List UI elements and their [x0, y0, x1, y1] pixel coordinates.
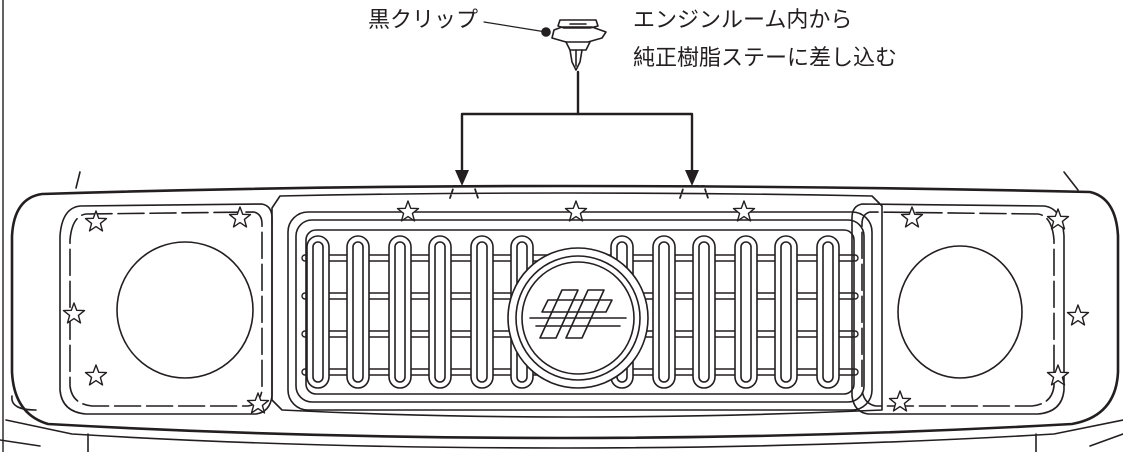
- star-marker-icon: [900, 206, 924, 228]
- star-markers: [62, 200, 1090, 414]
- star-marker-icon: [84, 210, 108, 232]
- front-panel-outline: [10, 184, 1120, 440]
- grille-slat: [816, 235, 840, 389]
- grille-slat: [346, 235, 370, 389]
- star-marker-icon: [246, 392, 270, 414]
- grille-slat: [388, 235, 412, 389]
- right-headlight-bezel: [851, 203, 1065, 415]
- emblem-icon: [507, 247, 649, 389]
- star-marker-icon: [1046, 208, 1070, 230]
- arrow-head-right: [685, 170, 699, 186]
- star-marker-icon: [62, 302, 86, 324]
- black-clip-icon: [483, 19, 607, 71]
- star-marker-icon: [84, 364, 108, 386]
- grille-slat: [652, 235, 676, 389]
- grille-frame: [271, 192, 883, 418]
- grille-slat: [306, 235, 330, 389]
- grille-slat: [428, 235, 452, 389]
- grille-slat: [470, 235, 494, 389]
- star-marker-icon: [564, 200, 588, 222]
- lower-bumper: [0, 395, 1123, 452]
- star-marker-icon: [228, 206, 252, 228]
- left-headlight-bezel: [59, 203, 273, 415]
- instruction-line-2: 純正樹脂ステーに差し込む: [633, 46, 898, 71]
- star-marker-icon: [1046, 364, 1070, 386]
- grille-slat: [734, 235, 758, 389]
- right-headlight-lens: [897, 245, 1023, 379]
- star-marker-icon: [888, 390, 912, 412]
- grille-slat: [774, 235, 798, 389]
- star-marker-icon: [1066, 304, 1090, 326]
- instruction-line-1: エンジンルーム内から: [633, 8, 853, 33]
- clip-label: 黒クリップ: [368, 8, 479, 33]
- left-headlight-lens: [116, 241, 254, 379]
- star-marker-icon: [396, 200, 420, 222]
- clip-position-markers: [449, 185, 709, 199]
- star-marker-icon: [732, 200, 756, 222]
- arrow-head-left: [455, 170, 469, 186]
- grille-slat: [692, 235, 716, 389]
- callout-arrows: [460, 70, 694, 176]
